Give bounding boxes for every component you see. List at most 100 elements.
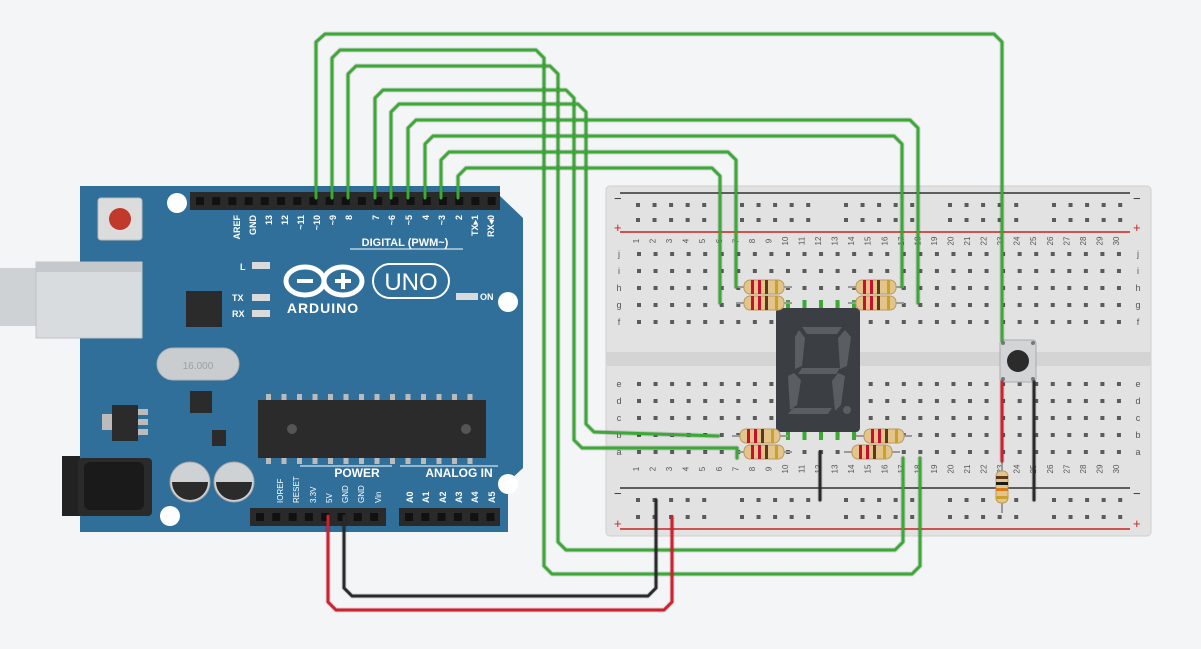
hole[interactable] bbox=[1083, 286, 1088, 290]
rail-hole[interactable] bbox=[981, 218, 986, 222]
hole[interactable] bbox=[984, 303, 989, 307]
hole[interactable] bbox=[901, 416, 906, 420]
hole[interactable] bbox=[670, 303, 675, 307]
hole[interactable] bbox=[984, 450, 989, 454]
hole[interactable] bbox=[703, 320, 708, 324]
hole[interactable] bbox=[670, 416, 675, 420]
rail-hole[interactable] bbox=[877, 218, 882, 222]
header-socket[interactable] bbox=[406, 197, 415, 205]
breadboard[interactable]: − − + + − − + + 112233445566778899101011… bbox=[605, 185, 1152, 537]
hole[interactable] bbox=[637, 450, 641, 454]
header-socket[interactable] bbox=[370, 513, 379, 521]
hole[interactable] bbox=[1100, 450, 1105, 454]
header-socket[interactable] bbox=[244, 197, 253, 205]
hole[interactable] bbox=[802, 286, 807, 290]
hole[interactable] bbox=[1116, 416, 1121, 420]
hole[interactable] bbox=[1050, 269, 1055, 273]
wire[interactable] bbox=[389, 102, 720, 438]
hole[interactable] bbox=[918, 269, 923, 273]
hole[interactable] bbox=[835, 252, 840, 256]
arduino-uno-board[interactable]: 16.000 L TX RX ON ARDUINO UNO DI bbox=[0, 186, 523, 532]
rail-hole[interactable] bbox=[860, 218, 865, 222]
hole[interactable] bbox=[1067, 286, 1072, 290]
hole[interactable] bbox=[1116, 269, 1121, 273]
rail-hole[interactable] bbox=[702, 203, 707, 207]
rail-hole[interactable] bbox=[1052, 498, 1056, 502]
header-socket[interactable] bbox=[304, 513, 313, 521]
hole[interactable] bbox=[1067, 382, 1072, 386]
rail-hole[interactable] bbox=[1118, 218, 1123, 222]
hole[interactable] bbox=[1083, 320, 1088, 324]
hole[interactable] bbox=[885, 252, 890, 256]
hole[interactable] bbox=[703, 303, 708, 307]
hole[interactable] bbox=[1050, 382, 1055, 386]
hole[interactable] bbox=[835, 450, 840, 454]
hole[interactable] bbox=[1083, 269, 1088, 273]
hole[interactable] bbox=[885, 399, 890, 403]
header-socket[interactable] bbox=[390, 197, 399, 205]
hole[interactable] bbox=[1050, 416, 1055, 420]
hole[interactable] bbox=[951, 399, 956, 403]
hole[interactable] bbox=[703, 416, 708, 420]
hole[interactable] bbox=[984, 416, 989, 420]
hole[interactable] bbox=[719, 303, 724, 307]
hole[interactable] bbox=[1050, 450, 1055, 454]
hole[interactable] bbox=[868, 320, 873, 324]
hole[interactable] bbox=[885, 382, 890, 386]
hole[interactable] bbox=[719, 382, 724, 386]
rail-hole[interactable] bbox=[1014, 203, 1019, 207]
resistor[interactable] bbox=[732, 428, 788, 444]
hole[interactable] bbox=[686, 269, 691, 273]
header-socket[interactable] bbox=[256, 513, 264, 521]
rail-hole[interactable] bbox=[844, 203, 848, 207]
hole[interactable] bbox=[719, 320, 724, 324]
hole[interactable] bbox=[1050, 252, 1055, 256]
rail-hole[interactable] bbox=[844, 515, 848, 519]
hole[interactable] bbox=[1017, 450, 1022, 454]
hole[interactable] bbox=[637, 320, 641, 324]
hole[interactable] bbox=[703, 382, 708, 386]
hole[interactable] bbox=[1017, 320, 1022, 324]
rail-hole[interactable] bbox=[773, 498, 778, 502]
hole[interactable] bbox=[968, 433, 972, 437]
hole[interactable] bbox=[686, 450, 691, 454]
rail-hole[interactable] bbox=[964, 203, 969, 207]
hole[interactable] bbox=[1034, 399, 1039, 403]
rail-hole[interactable] bbox=[1085, 498, 1090, 502]
header-socket[interactable] bbox=[337, 513, 346, 521]
hole[interactable] bbox=[653, 320, 658, 324]
hole[interactable] bbox=[1017, 433, 1022, 437]
hole[interactable] bbox=[736, 320, 741, 324]
hole[interactable] bbox=[1050, 433, 1055, 437]
hole[interactable] bbox=[1083, 303, 1088, 307]
hole[interactable] bbox=[1116, 399, 1121, 403]
wire[interactable] bbox=[342, 498, 658, 598]
hole[interactable] bbox=[1083, 433, 1088, 437]
hole[interactable] bbox=[1067, 252, 1072, 256]
hole[interactable] bbox=[968, 286, 972, 290]
hole[interactable] bbox=[951, 382, 956, 386]
hole[interactable] bbox=[752, 382, 757, 386]
rail-hole[interactable] bbox=[1101, 203, 1106, 207]
rail-hole[interactable] bbox=[789, 218, 794, 222]
resistor[interactable] bbox=[848, 295, 904, 311]
hole[interactable] bbox=[1083, 450, 1088, 454]
rail-hole[interactable] bbox=[844, 218, 848, 222]
rail-hole[interactable] bbox=[910, 203, 915, 207]
hole[interactable] bbox=[951, 252, 956, 256]
hole[interactable] bbox=[934, 252, 939, 256]
hole[interactable] bbox=[901, 399, 906, 403]
hole[interactable] bbox=[934, 286, 939, 290]
rail-hole[interactable] bbox=[773, 218, 778, 222]
hole[interactable] bbox=[1116, 320, 1121, 324]
hole[interactable] bbox=[670, 286, 675, 290]
hole[interactable] bbox=[934, 399, 939, 403]
header-socket[interactable] bbox=[453, 513, 462, 521]
rail-hole[interactable] bbox=[756, 498, 761, 502]
hole[interactable] bbox=[719, 269, 724, 273]
hole[interactable] bbox=[918, 399, 923, 403]
rail-hole[interactable] bbox=[789, 203, 794, 207]
wire[interactable] bbox=[456, 166, 722, 305]
rail-hole[interactable] bbox=[1085, 218, 1090, 222]
hole[interactable] bbox=[1034, 286, 1039, 290]
